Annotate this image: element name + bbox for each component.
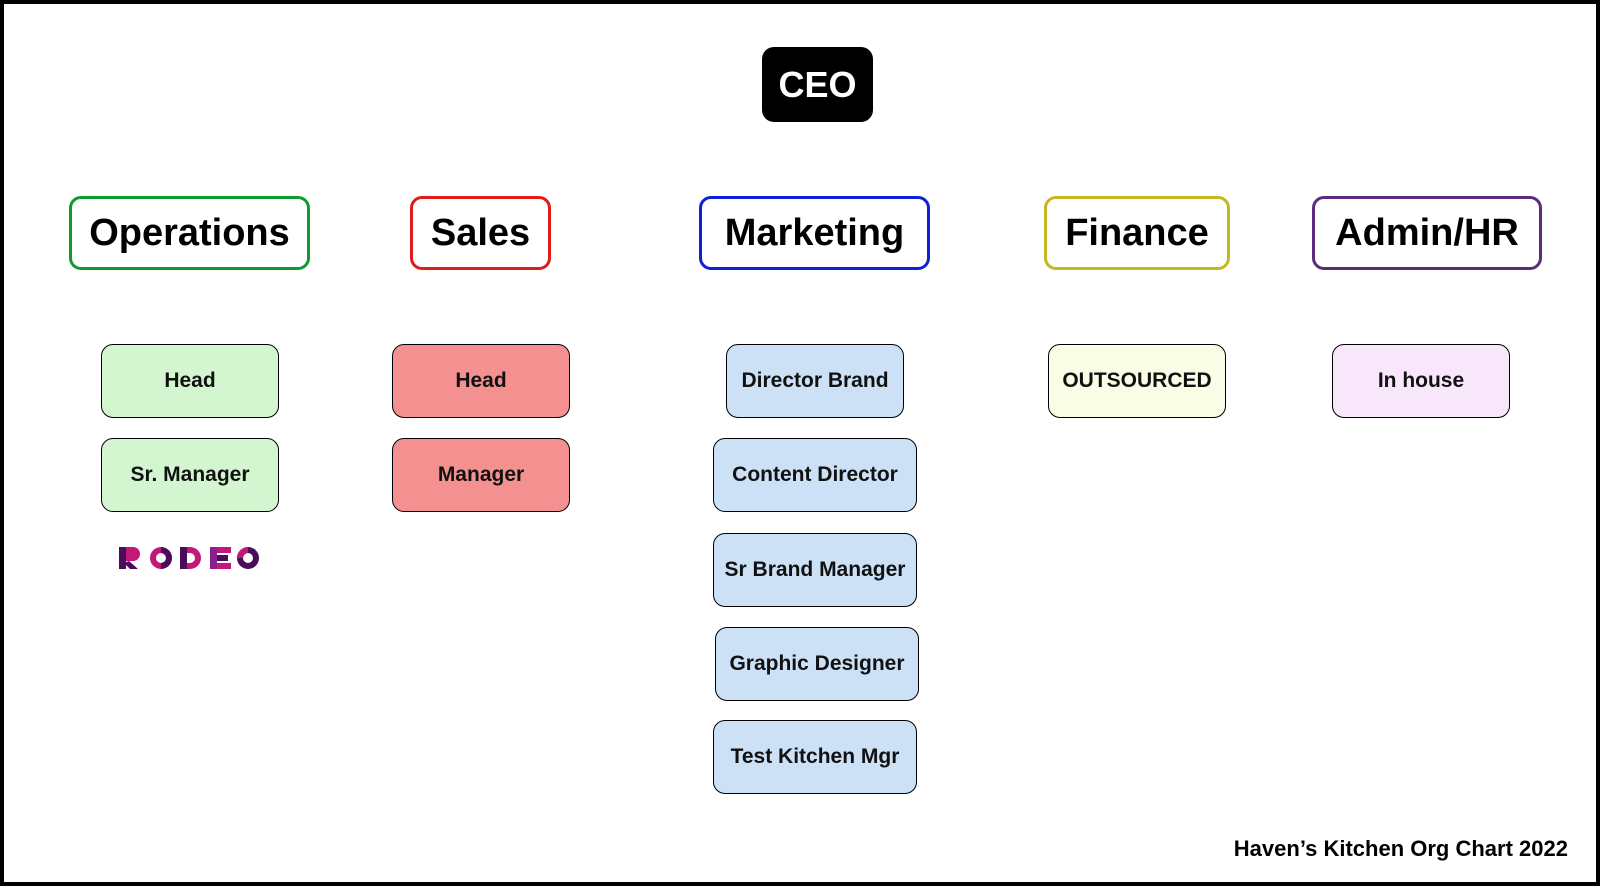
role-marketing-sr-brand-manager: Sr Brand Manager [713,533,917,607]
role-admin-hr-in-house: In house [1332,344,1510,418]
rodeo-logo-r [119,547,140,569]
role-marketing-director-brand: Director Brand [726,344,904,418]
rodeo-logo-e [210,547,231,569]
dept-finance: Finance [1044,196,1230,270]
role-sales-head: Head [392,344,570,418]
dept-sales: Sales [410,196,551,270]
dept-admin-hr: Admin/HR [1312,196,1542,270]
role-sales-manager: Manager [392,438,570,512]
role-finance-outsourced: OUTSOURCED [1048,344,1226,418]
rodeo-logo [119,547,259,569]
role-marketing-graphic-designer: Graphic Designer [715,627,919,701]
role-operations-sr-manager: Sr. Manager [101,438,279,512]
rodeo-logo-d [180,547,201,569]
role-operations-head: Head [101,344,279,418]
dept-operations: Operations [69,196,310,270]
ceo-node: CEO [762,47,873,122]
chart-footer-title: Haven’s Kitchen Org Chart 2022 [1233,836,1568,861]
rodeo-logo-o2 [237,547,259,569]
rodeo-logo-o1 [150,547,172,569]
role-marketing-test-kitchen-mgr: Test Kitchen Mgr [713,720,917,794]
role-marketing-content-director: Content Director [713,438,917,512]
dept-marketing: Marketing [699,196,930,270]
